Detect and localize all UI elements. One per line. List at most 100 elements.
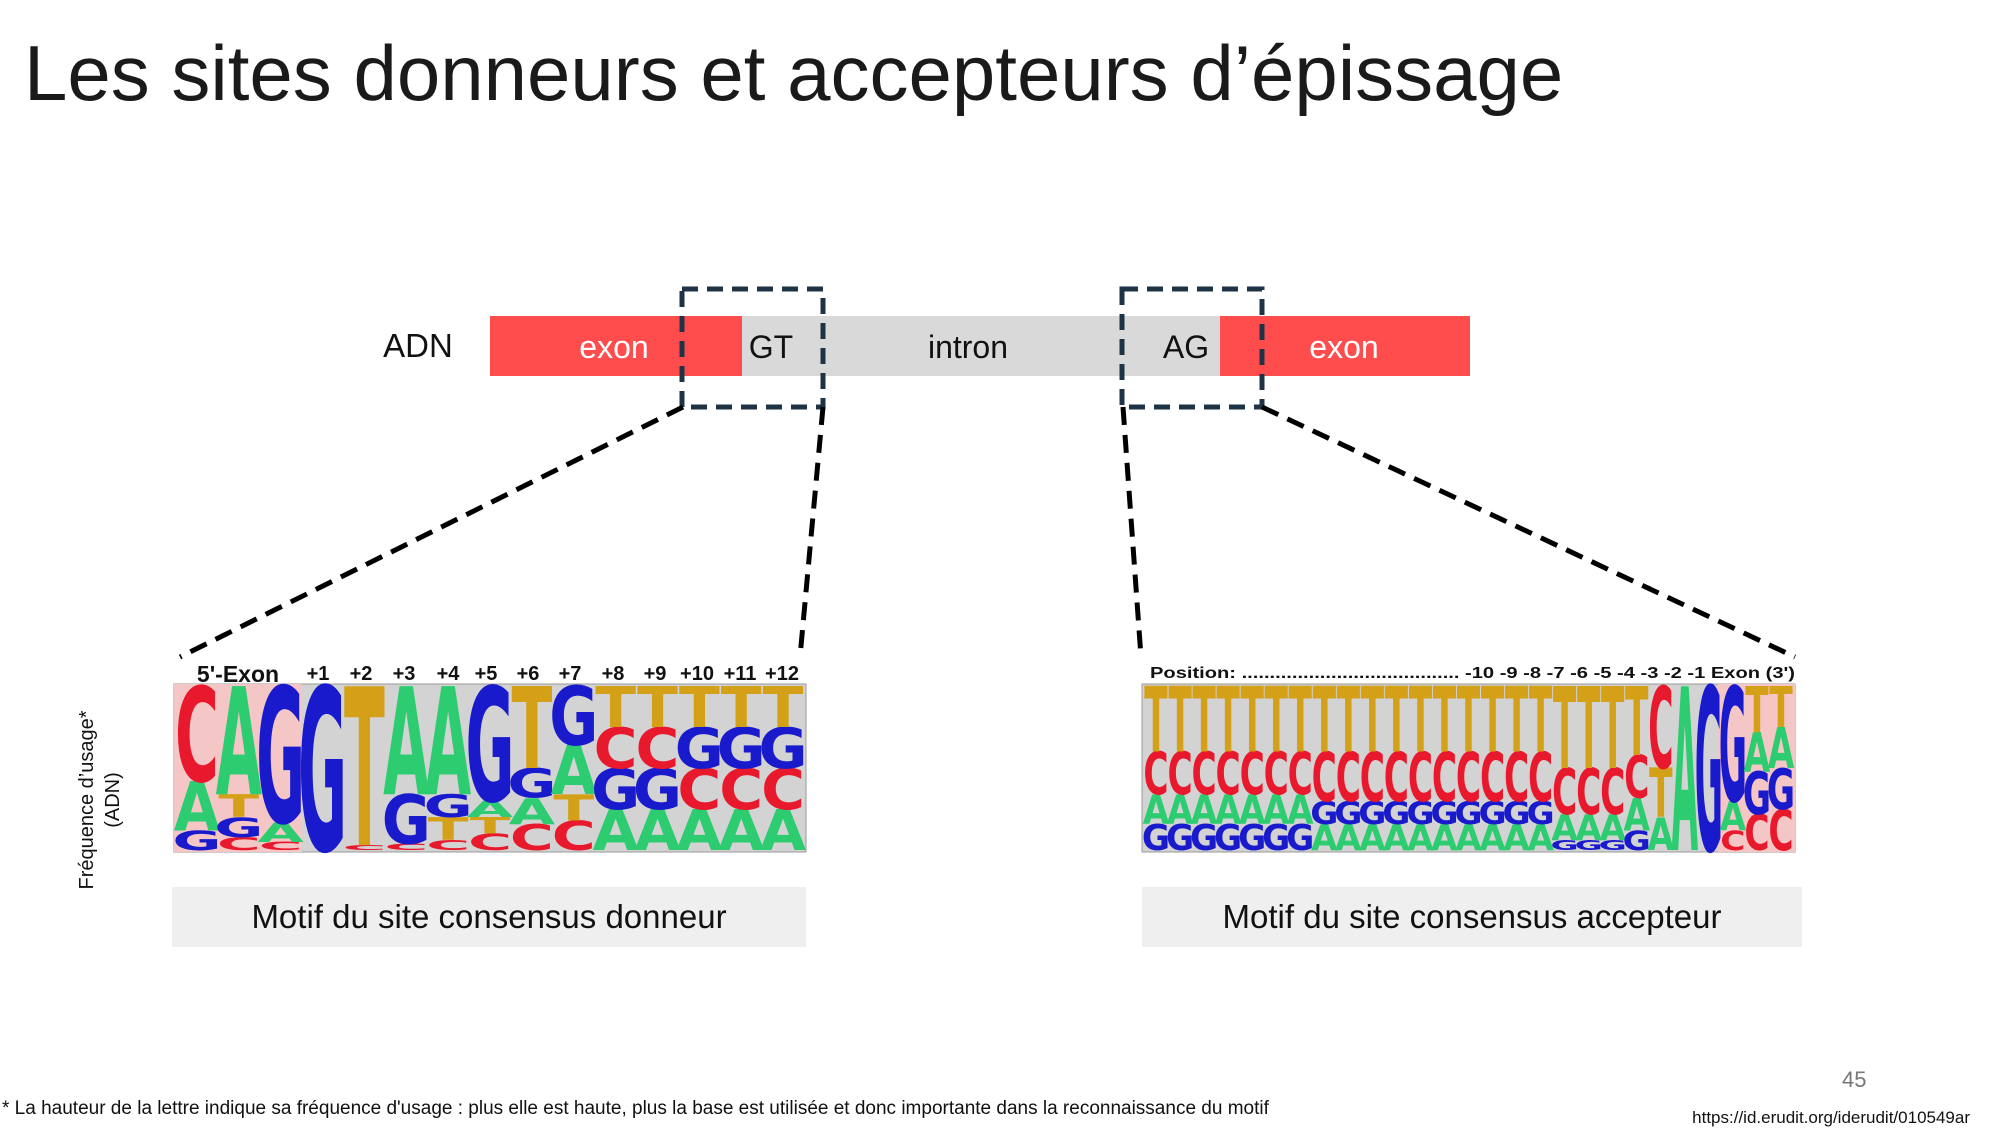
logo-letter-g: G xyxy=(465,657,514,839)
page-title: Les sites donneurs et accepteurs d’épiss… xyxy=(24,29,1564,117)
logo-letter-c: C xyxy=(1191,742,1216,809)
logo-letter-g: G xyxy=(633,757,682,823)
logo-letter-g: G xyxy=(1406,794,1434,831)
acceptor-motif-caption: Motif du site consensus accepteur xyxy=(1142,887,1802,947)
logo-letter-c: C xyxy=(1648,664,1673,795)
logo-letter-t: T xyxy=(763,675,804,741)
logo-letter-a: A xyxy=(1191,786,1218,833)
logo-letter-c: C xyxy=(1480,738,1505,817)
logo-letter-g: G xyxy=(1502,794,1530,831)
logo-letter-g: G xyxy=(1238,817,1266,859)
logo-letter-g: G xyxy=(1551,838,1579,854)
logo-letter-t: T xyxy=(470,813,511,839)
logo-letter-a: A xyxy=(174,769,220,847)
logo-letter-t: T xyxy=(1769,675,1793,740)
logo-letter-c: C xyxy=(1408,738,1433,817)
donor-logo-exon-header: 5'-Exon xyxy=(197,661,279,687)
dna-label: ADN xyxy=(383,327,453,364)
acceptor-logo-exon-region xyxy=(1718,684,1795,852)
donor-zoom-line-left xyxy=(178,404,685,660)
logo-letter-c: C xyxy=(510,816,554,858)
donor-position-label: +4 xyxy=(437,663,461,685)
logo-letter-a: A xyxy=(1263,786,1290,833)
logo-letter-c: C xyxy=(761,757,805,823)
logo-letter-c: C xyxy=(217,834,261,855)
page-number: 45 xyxy=(1842,1067,1867,1092)
logo-letter-g: G xyxy=(1334,794,1362,831)
logo-letter-a: A xyxy=(1239,786,1266,833)
logo-letter-c: C xyxy=(1528,738,1553,817)
acceptor-zoom-line-right xyxy=(1260,404,1797,660)
logo-letter-t: T xyxy=(1745,674,1769,747)
logo-letter-t: T xyxy=(1264,670,1288,774)
logo-letter-g: G xyxy=(549,670,598,764)
logo-letter-t: T xyxy=(1529,670,1553,774)
logo-letter-a: A xyxy=(1720,793,1747,840)
donor-position-label: +8 xyxy=(602,663,625,685)
logo-letter-g: G xyxy=(1454,794,1482,831)
logo-letter-g: G xyxy=(1430,794,1458,831)
logo-letter-t: T xyxy=(1216,670,1240,774)
logo-letter-a: A xyxy=(1744,721,1771,784)
logo-letter-g: G xyxy=(382,782,431,860)
logo-letter-c: C xyxy=(259,840,303,853)
logo-letter-t: T xyxy=(1505,670,1529,774)
logo-letter-t: T xyxy=(637,675,678,741)
logo-letter-g: G xyxy=(1166,817,1194,859)
logo-letter-t: T xyxy=(1337,670,1361,774)
logo-letter-a: A xyxy=(718,798,764,864)
logo-letter-c: C xyxy=(384,842,428,853)
logo-letter-c: C xyxy=(175,660,219,812)
logo-letter-c: C xyxy=(1336,738,1361,817)
logo-letter-g: G xyxy=(256,648,305,866)
logo-letter-a: A xyxy=(1575,807,1602,849)
logo-letter-c: C xyxy=(426,838,470,854)
logo-letter-t: T xyxy=(721,675,762,741)
logo-letter-c: C xyxy=(1768,798,1793,863)
logo-letter-t: T xyxy=(679,675,720,741)
logo-letter-g: G xyxy=(1575,838,1603,854)
logo-letter-g: G xyxy=(1190,817,1218,859)
logo-letter-c: C xyxy=(1552,756,1577,829)
logo-letter-a: A xyxy=(1215,786,1242,833)
logo-letter-g: G xyxy=(1527,794,1555,831)
logo-letter-c: C xyxy=(677,757,721,823)
logo-letter-c: C xyxy=(1504,738,1529,817)
logo-letter-c: C xyxy=(1240,742,1265,809)
logo-letter-a: A xyxy=(1335,817,1362,859)
donor-position-label: +7 xyxy=(559,663,582,685)
logo-letter-a: A xyxy=(1311,817,1338,859)
logo-letter-g: G xyxy=(717,716,766,782)
logo-letter-a: A xyxy=(634,798,680,864)
logo-letter-a: A xyxy=(1599,807,1626,849)
intron-label: intron xyxy=(928,329,1008,365)
acceptor-site-highlight-box xyxy=(1119,286,1265,410)
logo-letter-c: C xyxy=(1744,806,1769,863)
donor-position-label: +10 xyxy=(680,663,714,685)
logo-letter-c: C xyxy=(1360,738,1385,817)
logo-letter-g: G xyxy=(1719,654,1747,838)
logo-letter-c: C xyxy=(1384,738,1409,817)
logo-letter-a: A xyxy=(1455,817,1482,859)
logo-letter-g: G xyxy=(1262,817,1290,859)
acceptor-motif-caption-text: Motif du site consensus accepteur xyxy=(1222,898,1722,935)
logo-letter-a: A xyxy=(1768,716,1795,781)
logo-letter-c: C xyxy=(1600,756,1625,829)
logo-letter-c: C xyxy=(1288,742,1313,809)
logo-letter-g: G xyxy=(1767,757,1795,822)
logo-letter-t: T xyxy=(1313,670,1337,774)
logo-letter-g: G xyxy=(298,641,347,903)
donor-position-label: +6 xyxy=(517,663,540,685)
logo-letter-g: G xyxy=(1310,794,1338,831)
donor-site-label: GT xyxy=(749,329,793,365)
logo-letter-g: G xyxy=(1286,817,1314,859)
y-axis-label-line2: (ADN) xyxy=(102,772,124,828)
donor-site-highlight-box xyxy=(679,286,826,410)
logo-letter-c: C xyxy=(468,829,512,855)
donor-zoom-line-right xyxy=(797,406,826,658)
donor-position-label: +1 xyxy=(307,663,330,685)
donor-position-label: +9 xyxy=(644,663,667,685)
y-axis-label-line1: Fréquence d’usage* xyxy=(76,710,98,890)
exon-right-label: exon xyxy=(1309,329,1378,365)
